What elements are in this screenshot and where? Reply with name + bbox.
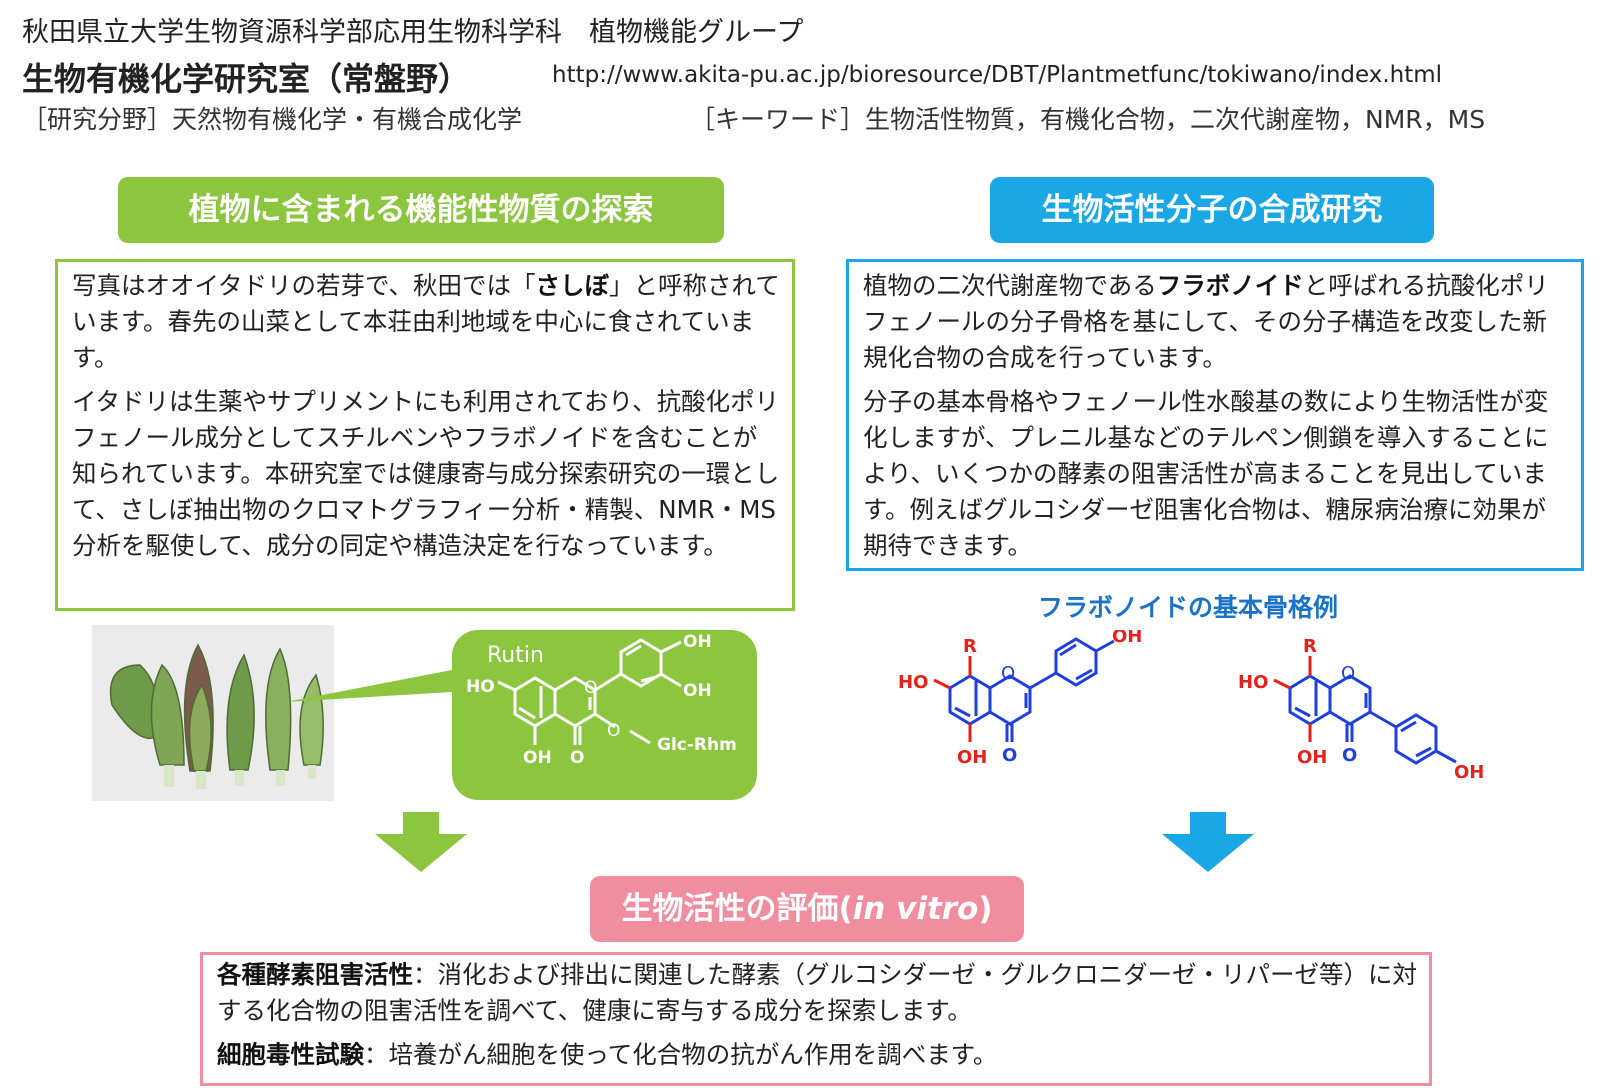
- rutin-carbonyl-o: O: [570, 748, 584, 768]
- isoflavone-oh: OH: [1454, 762, 1484, 783]
- rutin-structure-callout: Rutin HO O O OH O Glc-Rhm OH OH: [286, 630, 757, 800]
- right-description-box: 植物の二次代謝産物であるフラボノイドと呼ばれる抗酸化ポリフェノールの分子骨格を基…: [846, 259, 1584, 571]
- flavone-oh-bottom: OH: [957, 747, 987, 768]
- flavonoid-term: フラボノイド: [1156, 271, 1304, 300]
- rutin-oh-bottom: OH: [523, 748, 552, 768]
- left-section-title: 植物に含まれる機能性物質の探索: [118, 177, 724, 243]
- keywords: ［キーワード］生物活性物質，有機化合物，二次代謝産物，NMR，MS: [690, 105, 1486, 134]
- isoflavone-structure: R HO O O OH OH: [1238, 636, 1484, 783]
- itadori-shoots-photo: [92, 625, 334, 801]
- isoflavone-ho: HO: [1238, 672, 1268, 693]
- left-description-box: 写真はオオイタドリの若芽で、秋田では「さしぼ」と呼称されています。春先の山菜とし…: [55, 259, 795, 611]
- flavone-ho: HO: [898, 672, 928, 693]
- right-paragraph-2: 分子の基本骨格やフェノール性水酸基の数により生物活性が変化しますが、プレニル基な…: [863, 387, 1549, 560]
- right-section-title: 生物活性分子の合成研究: [990, 177, 1434, 243]
- isoflavone-oh-bottom: OH: [1297, 747, 1327, 768]
- cytotoxicity-item: 細胞毒性試験：培養がん細胞を使って化合物の抗がん作用を調べます。: [217, 1040, 998, 1069]
- rutin-ho: HO: [466, 677, 495, 697]
- flavonoid-skeleton-title: フラボノイドの基本骨格例: [1038, 593, 1339, 622]
- rutin-oh-side: OH: [683, 681, 712, 701]
- research-field: ［研究分野］天然物有機化学・有機合成化学: [22, 105, 523, 134]
- rutin-ether-o: O: [607, 721, 620, 741]
- isoflavone-r: R: [1303, 636, 1317, 657]
- flavone-carbonyl-o: O: [1002, 745, 1017, 766]
- rutin-ring-o: O: [584, 678, 597, 698]
- sashibo-term: さしぼ: [535, 271, 610, 300]
- bioactivity-title: 生物活性の評価(in vitro): [590, 876, 1024, 942]
- green-down-arrow-icon: [375, 812, 467, 872]
- lab-url-link[interactable]: http://www.akita-pu.ac.jp/bioresource/DB…: [552, 62, 1443, 88]
- left-paragraph-1: 写真はオオイタドリの若芽で、秋田では「さしぼ」と呼称されています。春先の山菜とし…: [72, 271, 780, 372]
- left-paragraph-2: イタドリは生薬やサプリメントにも利用されており、抗酸化ポリフェノール成分としてス…: [72, 387, 780, 560]
- bioactivity-box: 各種酵素阻害活性：消化および排出に関連した酵素（グルコシダーゼ・グルクロニダーゼ…: [200, 952, 1432, 1086]
- rutin-label: Rutin: [487, 643, 544, 668]
- right-paragraph-1: 植物の二次代謝産物であるフラボノイドと呼ばれる抗酸化ポリフェノールの分子骨格を基…: [863, 271, 1549, 372]
- enzyme-inhibition-item: 各種酵素阻害活性：消化および排出に関連した酵素（グルコシダーゼ・グルクロニダーゼ…: [217, 960, 1418, 1025]
- flavone-oh-top: OH: [1112, 630, 1142, 647]
- isoflavone-ring-o: O: [1341, 663, 1355, 684]
- flavone-ring-o: O: [1001, 663, 1015, 684]
- rutin-glycoside: Glc-Rhm: [657, 735, 737, 755]
- department-line: 秋田県立大学生物資源科学部応用生物科学科 植物機能グループ: [22, 17, 804, 48]
- flavone-structure: R HO O O OH OH: [898, 630, 1142, 768]
- rutin-oh-top: OH: [683, 632, 712, 652]
- flavone-r: R: [963, 636, 977, 657]
- lab-name: 生物有機化学研究室（常盤野）: [22, 60, 471, 98]
- isoflavone-carbonyl-o: O: [1342, 745, 1357, 766]
- blue-down-arrow-icon: [1162, 812, 1254, 872]
